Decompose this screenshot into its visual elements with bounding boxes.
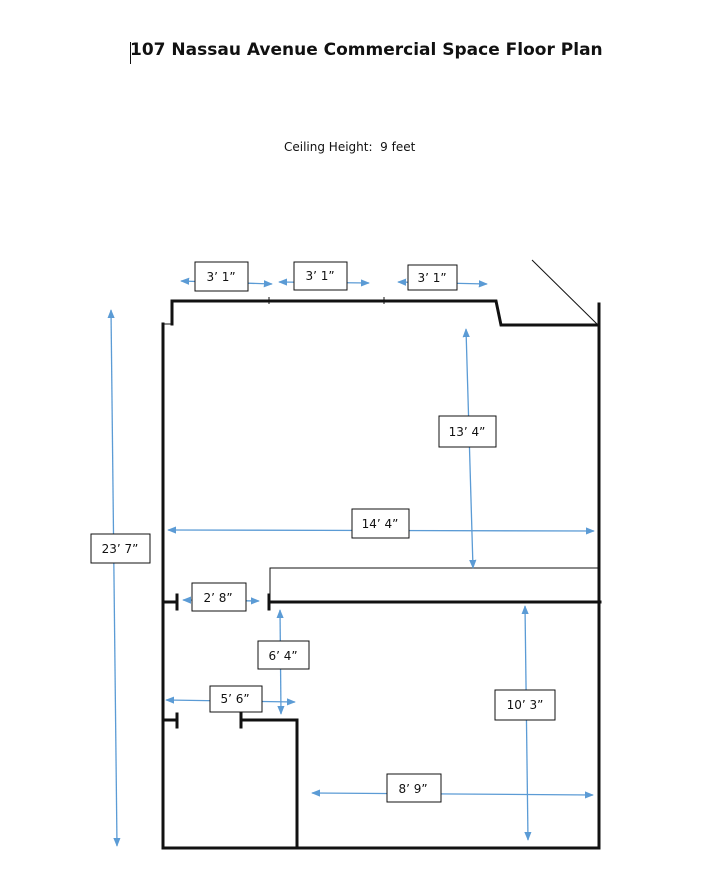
window-2-label: 3’ 1” bbox=[305, 269, 334, 283]
front-depth-label-box bbox=[438, 415, 497, 448]
window-3-label-box bbox=[407, 264, 458, 291]
overall-depth-label-box bbox=[90, 533, 151, 564]
overall-depth-arrow bbox=[107, 309, 121, 847]
front-depth-label: 13’ 4” bbox=[449, 425, 486, 439]
rear-depth-arrow bbox=[521, 605, 532, 841]
rear-width-arrow bbox=[311, 789, 594, 799]
awning-line bbox=[531, 259, 600, 327]
rear-width-label: 8’ 9” bbox=[398, 782, 427, 796]
ceiling-height-note: Ceiling Height: 9 feet bbox=[284, 140, 416, 154]
dimension-labels: 3’ 1” 3’ 1” 3’ 1” 13’ 4” 23’ 7” 14’ 4” 2… bbox=[90, 261, 556, 803]
walls bbox=[161, 259, 602, 850]
side-room-width-label: 5’ 6” bbox=[220, 692, 249, 706]
hall-length-label: 6’ 4” bbox=[268, 649, 297, 663]
window-2-label-box bbox=[293, 261, 348, 291]
text-cursor bbox=[130, 42, 131, 64]
window-1-label-box bbox=[194, 261, 249, 292]
window-3-label: 3’ 1” bbox=[417, 271, 446, 285]
door-opening-label-box bbox=[191, 582, 247, 612]
hall-length-label-box bbox=[257, 640, 310, 670]
rear-depth-label-box bbox=[494, 689, 556, 721]
storefront-wall bbox=[170, 299, 600, 327]
page-title: 107 Nassau Avenue Commercial Space Floor… bbox=[130, 40, 603, 60]
counter-line bbox=[269, 567, 598, 596]
dimension-arrows bbox=[107, 277, 595, 847]
overall-depth-label: 23’ 7” bbox=[102, 542, 139, 556]
rear-depth-label: 10’ 3” bbox=[507, 698, 544, 712]
rear-width-label-box bbox=[386, 773, 442, 803]
front-depth-arrow bbox=[462, 328, 477, 569]
side-room-width-label-box bbox=[209, 685, 263, 713]
overall-width-label: 14’ 4” bbox=[362, 517, 399, 531]
window-1-label: 3’ 1” bbox=[206, 270, 235, 284]
door-opening-label: 2’ 8” bbox=[203, 591, 232, 605]
overall-width-label-box bbox=[351, 508, 410, 539]
